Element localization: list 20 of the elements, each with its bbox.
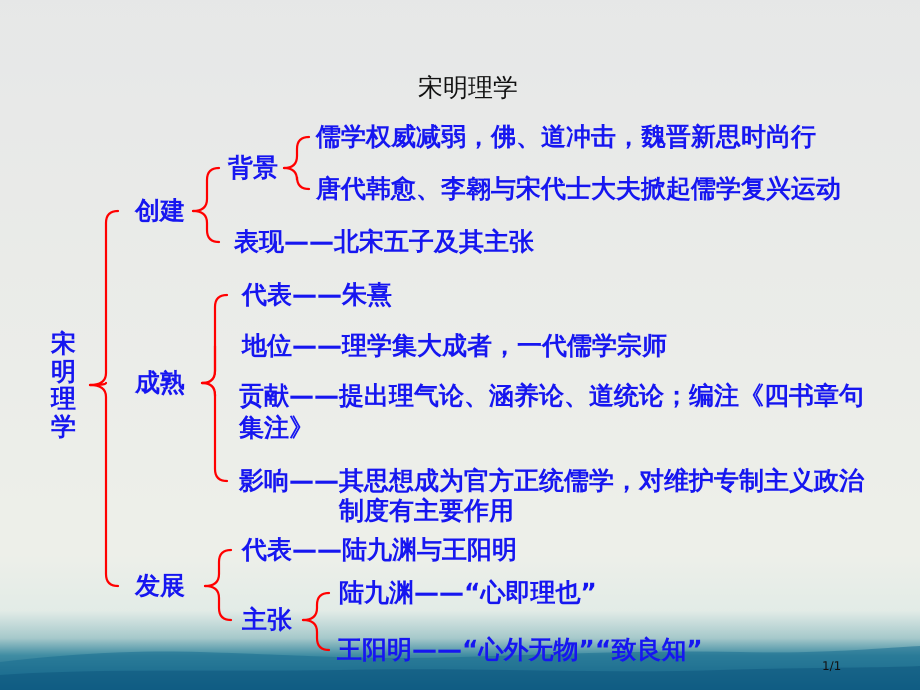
sub-topic: 主张 [242, 605, 292, 635]
detail-text: 王阳明——“心外无物”“致良知” [337, 635, 703, 665]
detail-text: 贡献——提出理气论、涵养论、道统论；编注《四书章句集注》 [239, 380, 877, 444]
detail-text: 儒学权威减弱，佛、道冲击，魏晋新思时尚行 [316, 122, 816, 152]
branch-topic: 创建 [135, 196, 185, 226]
detail-text: 影响——其思想成为官方正统儒学，对维护专制主义政治制度有主要作用 [239, 466, 877, 526]
branch-topic: 成熟 [135, 368, 185, 398]
brace-connector [302, 618, 330, 652]
detail-text: 代表——陆九渊与王阳明 [242, 535, 517, 565]
detail-text: 表现——北宋五子及其主张 [234, 227, 534, 257]
detail-text: 陆九渊——“心即理也” [339, 578, 597, 608]
branch-topic: 发展 [135, 571, 185, 601]
detail-text: 唐代韩愈、李翱与宋代士大夫掀起儒学复兴运动 [316, 174, 841, 204]
slide-title: 宋明理学 [418, 74, 518, 102]
root-topic: 宋明理学 [51, 330, 76, 440]
page-number: 1/1 [822, 659, 842, 673]
sub-topic: 背景 [228, 153, 278, 183]
detail-text: 地位——理学集大成者，一代儒学宗师 [242, 331, 667, 361]
brace-connector [192, 210, 220, 244]
detail-text: 代表——朱熹 [242, 280, 392, 310]
